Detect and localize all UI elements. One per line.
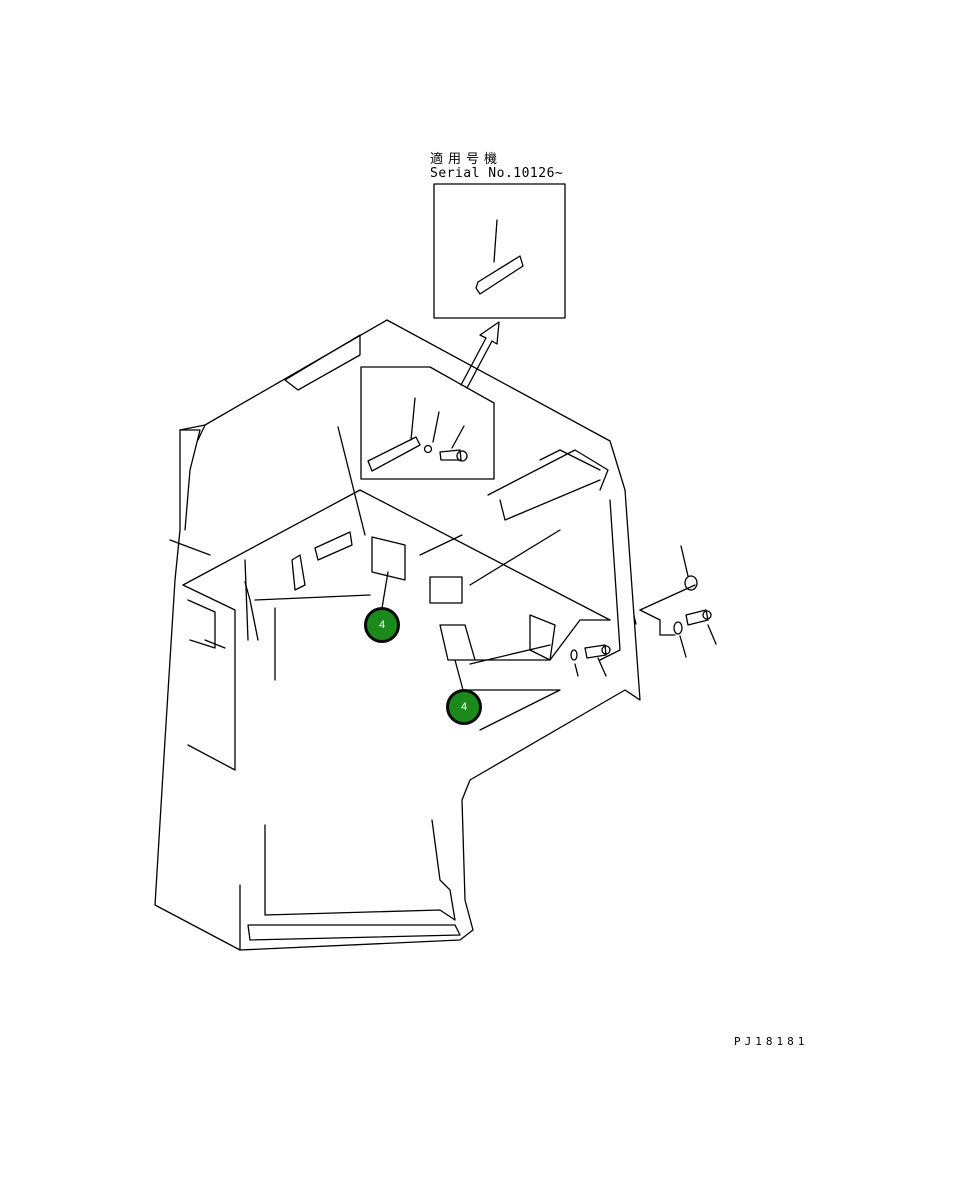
serial-number-label: Serial No.10126~ [430, 166, 564, 181]
detail-arrow [460, 321, 500, 389]
callout-part-4-lower[interactable]: 4 [446, 689, 482, 725]
drawing-code: PJ18181 [734, 1035, 809, 1048]
fastener-cluster [570, 545, 717, 677]
callout-part-4-upper[interactable]: 4 [364, 607, 400, 643]
cab-body-outline [154, 319, 641, 951]
applicable-serial-heading: 適用号機 [430, 152, 503, 167]
bracket-inset-box [337, 366, 495, 536]
detail-inset-box [433, 183, 566, 319]
callout-leaders [381, 571, 551, 691]
